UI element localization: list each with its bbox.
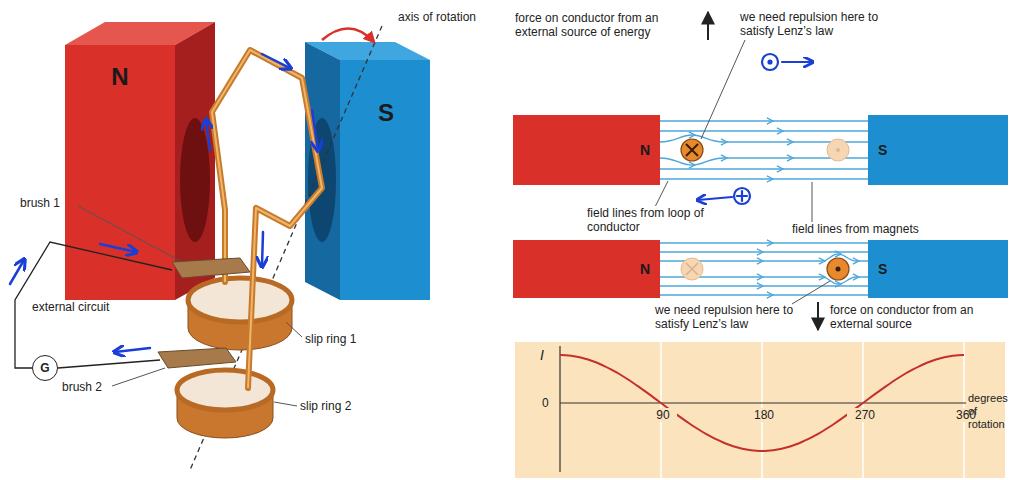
conductor-cross-section [836,148,840,152]
part-label: slip ring 2 [300,399,351,413]
annotation-note: field lines from loop of conductor [585,206,724,234]
field-line [660,120,868,121]
hand-annotation [782,61,812,63]
magnet-bar: N [513,115,660,185]
field-line [660,178,868,179]
annotation-note: field lines from magnets [790,222,921,236]
current-arrow [262,54,290,68]
conductor-cross-section [686,263,698,275]
rotation-arrow [322,28,374,42]
tick-label: 180 [746,408,782,422]
circuit-wire [58,360,160,368]
current-arrow [262,232,263,266]
leader-line [701,40,745,139]
part-label: external circuit [32,300,109,314]
conductor-cross-section [681,139,703,161]
field-line [660,294,868,295]
north-magnet [65,22,215,300]
south-magnet [305,42,340,300]
brush [158,348,236,368]
conductor-cross-section [686,144,698,156]
north-magnet [180,118,210,242]
part-label: slip ring 1 [305,332,356,346]
conductor-cross-section [827,139,849,161]
conductor-cross-section [827,258,849,280]
leader-line [655,40,830,304]
graph-axis [560,346,966,472]
field-line [660,130,868,131]
magnet-bar: S [868,115,1008,185]
leader-line [78,206,302,406]
pole-letter: S [878,142,887,158]
magnet-bar: S [868,240,1008,298]
pole-letter: G [40,361,49,375]
slip-ring [188,278,292,322]
south-magnet [340,60,430,300]
pole-letter: N [640,261,650,277]
magnet-bar: N [513,240,660,298]
slip-ring [188,278,292,350]
axis-title: degrees of rotation [968,392,1014,431]
hand-annotation [769,61,772,64]
galvanometer-symbol: G [32,355,58,381]
part-label: brush 1 [20,196,60,210]
annotation-note: we need repulsion here to satisfy Lenz’s… [740,10,890,38]
leader-line [812,182,813,222]
leader-line [274,402,297,406]
current-arrow [115,348,150,352]
axis-label: axis of rotation [398,10,476,24]
current-arrow [206,120,210,150]
hand-annotation [762,54,778,70]
force-arrow [817,302,819,330]
pole-letter: N [640,142,650,158]
conductor-cross-section [681,258,703,280]
current-arrow [10,260,24,284]
tick-label: 0 [540,396,551,410]
circuit-wire [15,242,172,368]
magnet-pole: N [100,58,140,96]
field-line [660,168,868,169]
field-line [660,242,868,243]
slip-ring [177,370,273,438]
leader-line [792,281,830,304]
field-line [660,251,868,252]
hand-annotation [737,191,747,201]
graph-axis [560,402,966,403]
hand-annotation [734,188,750,204]
current-arrow [312,110,318,150]
current-arrow [10,54,318,352]
brush [172,258,250,278]
tick-label: 90 [649,408,677,422]
conductor-cross-section [836,267,841,272]
south-magnet [305,42,430,300]
annotation-note: force on conductor from an external sour… [515,11,700,39]
north-magnet [175,22,215,300]
pole-letter: S [878,261,887,277]
north-magnet [65,45,175,300]
annotation-note: we need repulsion here to satisfy Lenz’s… [655,303,795,331]
field-line [660,285,868,286]
pole-letter: N [111,63,128,91]
graph-axis [559,346,560,472]
hand-annotation [698,54,812,204]
grid-line [661,342,964,478]
part-label: brush 2 [62,380,102,394]
graph-panel [515,342,1005,478]
leader-line [78,206,182,262]
annotation-note: force on conductor from an external sour… [830,303,1005,331]
axis-label: I [540,347,544,363]
magnet-pole: S [366,94,406,132]
slip-ring [177,370,273,410]
tick-label: 270 [847,408,883,422]
current-curve [560,355,964,451]
force-arrow [707,12,709,40]
leader-line [112,368,165,386]
pole-letter: S [378,99,394,127]
current-arrow [100,244,136,252]
leader-line [286,322,302,337]
hand-annotation [698,197,732,200]
